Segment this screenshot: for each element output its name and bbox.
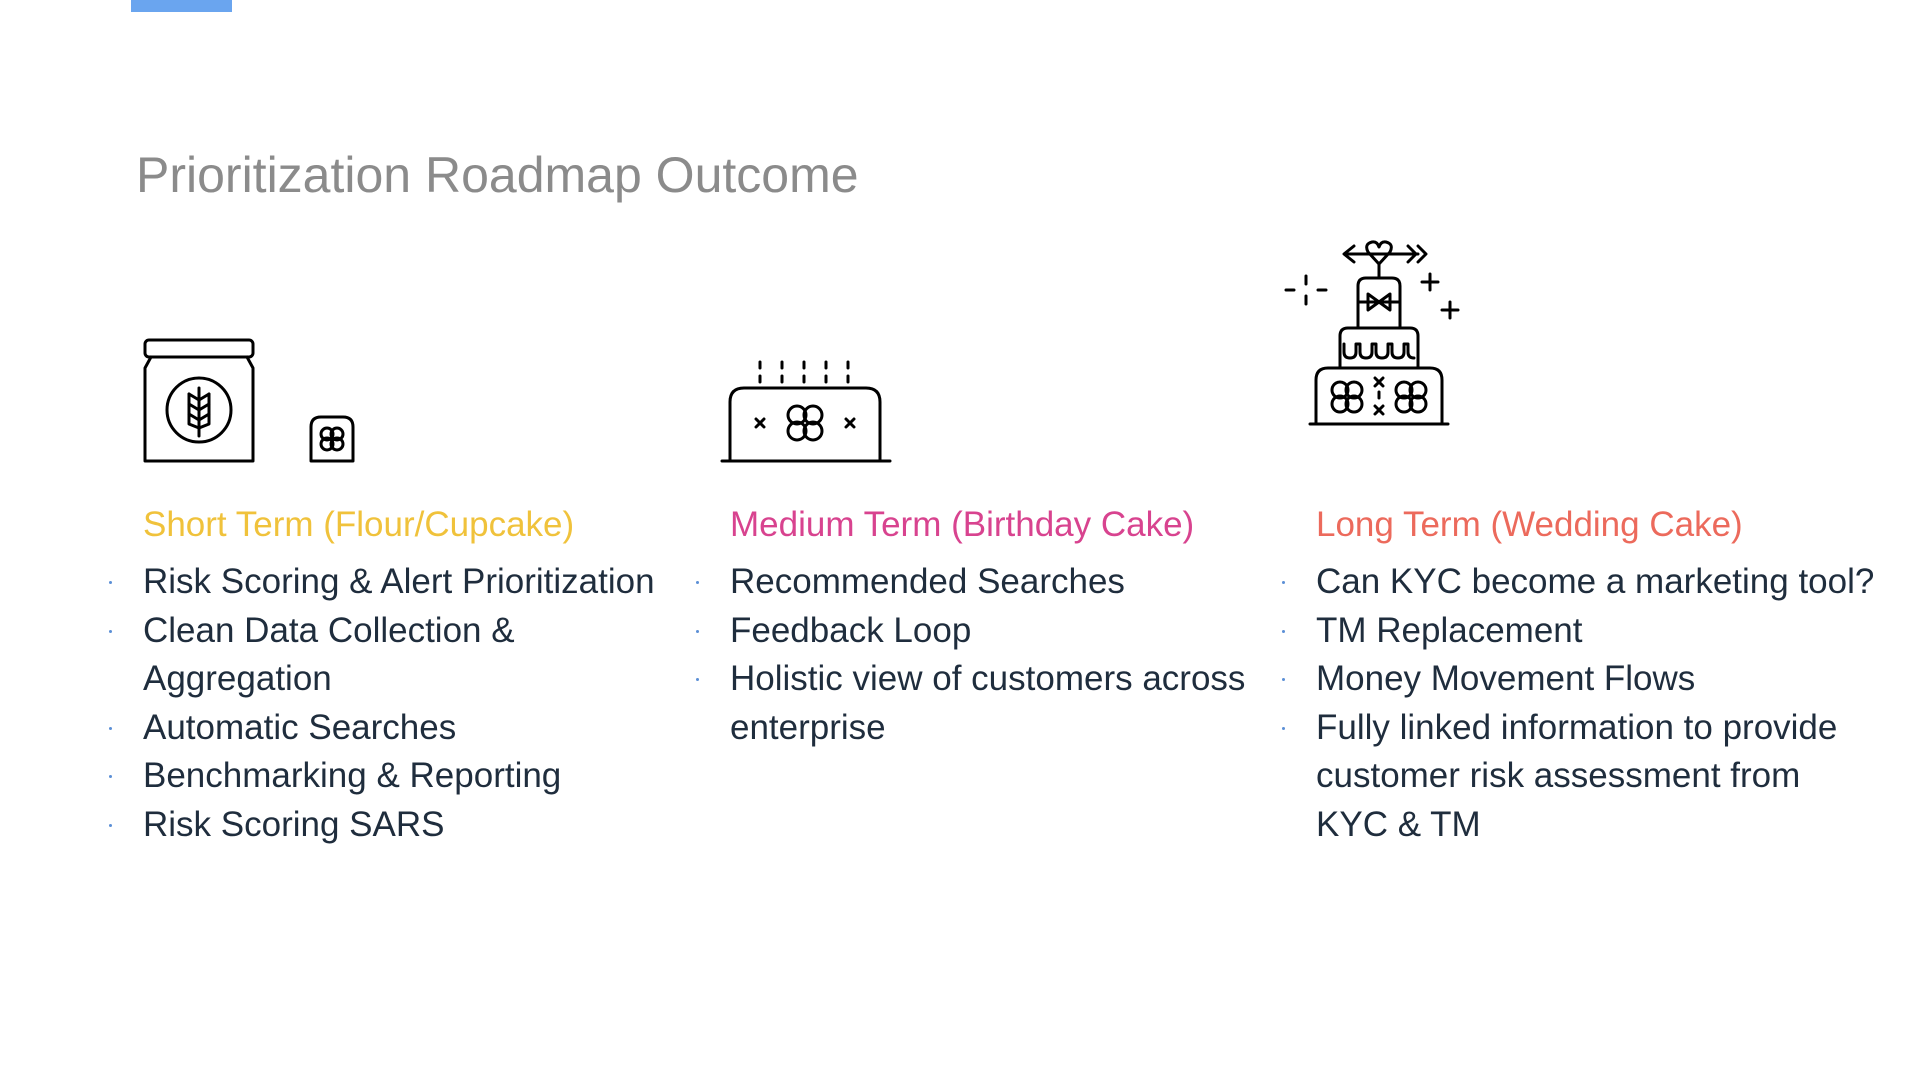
- accent-bar: [131, 0, 232, 12]
- column-heading: Long Term (Wedding Cake): [1316, 505, 1743, 544]
- list-item: Risk Scoring SARS: [109, 801, 703, 850]
- list-item: Feedback Loop: [696, 607, 1290, 656]
- list-item: Benchmarking & Reporting: [109, 752, 703, 801]
- column-heading: Medium Term (Birthday Cake): [730, 505, 1195, 544]
- slide-title: Prioritization Roadmap Outcome: [136, 147, 859, 203]
- bullet-list: Can KYC become a marketing tool? TM Repl…: [1282, 558, 1876, 850]
- column-icons: [133, 230, 713, 465]
- list-item: Holistic view of customers across enterp…: [696, 655, 1290, 752]
- list-item: Clean Data Collection & Aggregation: [109, 607, 703, 704]
- cupcake-icon: [309, 415, 355, 463]
- list-item: Fully linked information to provide cust…: [1282, 704, 1876, 850]
- list-item: Automatic Searches: [109, 704, 703, 753]
- column-medium-term: Medium Term (Birthday Cake) Recommended …: [696, 230, 1300, 930]
- list-item: Can KYC become a marketing tool?: [1282, 558, 1876, 607]
- column-short-term: Short Term (Flour/Cupcake) Risk Scoring …: [109, 230, 713, 930]
- list-item: Recommended Searches: [696, 558, 1290, 607]
- column-icons: [720, 230, 1300, 465]
- bullet-list: Risk Scoring & Alert Prioritization Clea…: [109, 558, 703, 850]
- wedding-cake-icon: [1284, 240, 1460, 426]
- flour-jar-icon: [143, 338, 255, 463]
- column-icons: [1284, 230, 1886, 465]
- birthday-cake-icon: [720, 360, 892, 463]
- list-item: TM Replacement: [1282, 607, 1876, 656]
- bullet-list: Recommended Searches Feedback Loop Holis…: [696, 558, 1290, 752]
- list-item: Money Movement Flows: [1282, 655, 1876, 704]
- list-item: Risk Scoring & Alert Prioritization: [109, 558, 703, 607]
- column-heading: Short Term (Flour/Cupcake): [143, 505, 575, 544]
- column-long-term: Long Term (Wedding Cake) Can KYC become …: [1282, 230, 1886, 930]
